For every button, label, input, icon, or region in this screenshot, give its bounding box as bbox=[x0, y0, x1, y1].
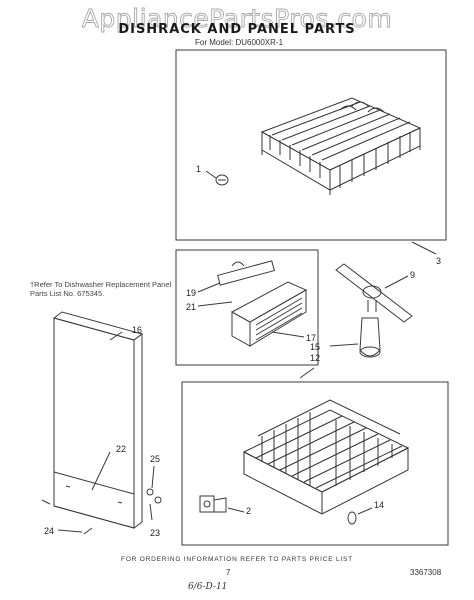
document-number: 3367308 bbox=[410, 568, 442, 577]
upper-rack-box bbox=[175, 49, 447, 241]
filter-box bbox=[175, 249, 319, 366]
lower-rack-box bbox=[181, 381, 449, 546]
callout-21: 21 bbox=[186, 302, 197, 312]
callout-24: 24 bbox=[44, 526, 55, 536]
model-subtitle: For Model: DU6000XR-1 bbox=[195, 38, 284, 47]
leader-3 bbox=[411, 241, 437, 255]
leader-23 bbox=[149, 503, 153, 521]
screw-24-a bbox=[41, 499, 51, 505]
callout-22: 22 bbox=[116, 444, 127, 454]
leader-19 bbox=[197, 282, 221, 293]
watermark: AppliancePartsPros.com bbox=[81, 4, 393, 34]
callout-15: 15 bbox=[310, 342, 321, 352]
door-panel-drawing bbox=[52, 311, 144, 529]
handwritten-note: 6/6-D-11 bbox=[188, 582, 228, 592]
screw-25-a bbox=[146, 488, 154, 496]
leader-24 bbox=[57, 529, 83, 533]
leader-25 bbox=[151, 465, 155, 489]
leader-15 bbox=[329, 343, 359, 347]
leader-1 bbox=[205, 170, 217, 179]
callout-2: 2 bbox=[246, 506, 252, 516]
callout-3: 3 bbox=[436, 256, 442, 266]
callout-17: 17 bbox=[306, 333, 317, 343]
page-number: 7 bbox=[226, 568, 231, 577]
leader-17 bbox=[271, 331, 305, 338]
leader-21 bbox=[197, 301, 233, 307]
leader-9 bbox=[384, 275, 409, 289]
leader-14 bbox=[357, 507, 373, 515]
diagram-title: DISHRACK AND PANEL PARTS bbox=[118, 22, 356, 37]
rack-adjuster-part-2 bbox=[199, 495, 227, 513]
upper-dishrack-drawing bbox=[260, 97, 422, 195]
ordering-footer: FOR ORDERING INFORMATION REFER TO PARTS … bbox=[121, 556, 353, 563]
callout-9: 9 bbox=[410, 270, 416, 280]
rack-stop-part-14 bbox=[347, 511, 357, 525]
screw-24-b bbox=[83, 527, 93, 535]
filter-assembly-drawing bbox=[217, 260, 308, 347]
callout-16: 16 bbox=[132, 325, 143, 335]
callout-14: 14 bbox=[374, 500, 385, 510]
lower-dishrack-drawing bbox=[242, 399, 410, 515]
callout-1: 1 bbox=[196, 164, 202, 174]
callout-23: 23 bbox=[150, 528, 161, 538]
leader-16 bbox=[109, 331, 123, 341]
callout-12: 12 bbox=[310, 353, 321, 363]
reference-note: †Refer To Dishwasher Replacement Panel P… bbox=[30, 280, 172, 298]
screw-25-b bbox=[154, 496, 162, 504]
leader-12 bbox=[299, 367, 315, 379]
rack-roller-part-1 bbox=[215, 174, 229, 186]
leader-2 bbox=[227, 507, 245, 513]
leader-22 bbox=[91, 451, 111, 491]
callout-19: 19 bbox=[186, 288, 197, 298]
spray-arm-drawing bbox=[335, 263, 413, 358]
callout-25: 25 bbox=[150, 454, 161, 464]
